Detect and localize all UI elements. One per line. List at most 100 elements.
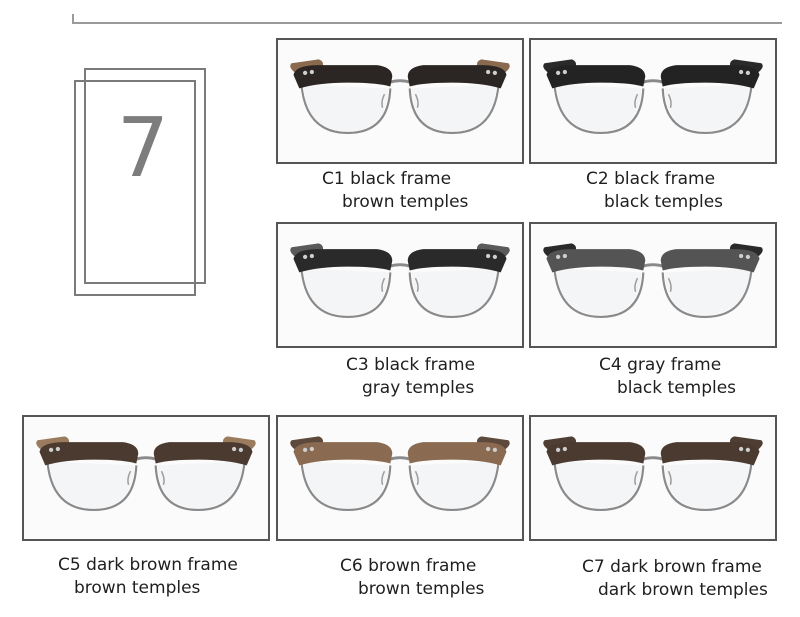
caption-c6-temples: brown temples [358,579,485,599]
left-browline [546,65,646,89]
rivet [485,446,491,452]
nose-pad [634,470,639,486]
rivet [309,69,315,75]
top-rule [72,22,782,24]
caption-c7-temples: dark brown temples [598,580,768,600]
left-rim [300,266,392,319]
right-browline [407,65,507,89]
left-browline [293,249,393,273]
glasses-c7-icon [543,436,763,512]
rivet [302,70,308,76]
rivet [555,254,561,260]
right-browline [153,442,253,466]
left-lens [49,461,135,509]
caption-c4: C4 gray frame black temples [599,354,736,400]
caption-c5-frame: C5 dark brown frame [58,555,238,575]
rivet [302,447,308,453]
right-rim [408,459,500,512]
caption-c1-frame: C1 black frame [322,169,452,189]
rivet [738,446,744,452]
rivet [745,254,751,260]
left-lens [556,461,642,509]
photo-c5 [22,415,270,541]
rivet [309,253,315,259]
right-lens [411,84,497,132]
left-rim [300,459,392,512]
left-rim [300,82,392,135]
caption-c6-frame: C6 brown frame [340,556,477,576]
left-rim [553,266,645,319]
left-browline [546,442,646,466]
left-browline [39,442,139,466]
caption-c5: C5 dark brown frame brown temples [58,554,238,600]
right-browline [660,249,760,273]
right-rim [408,266,500,319]
glasses-c1-icon [290,59,510,135]
caption-c3: C3 black frame gray temples [346,354,475,400]
right-browline [407,442,507,466]
rivet [492,254,498,260]
right-lens [664,461,750,509]
left-lens [556,84,642,132]
rivet [555,447,561,453]
glasses-c2-icon [543,59,763,135]
top-rule-tick [72,14,74,24]
rivet [48,447,54,453]
rivet [55,446,61,452]
nose-pad [634,93,639,109]
bridge [640,456,666,461]
left-browline [546,249,646,273]
left-rim [46,459,138,512]
rivet [492,447,498,453]
nose-pad [667,470,672,486]
caption-c4-frame: C4 gray frame [599,355,722,375]
right-browline [407,249,507,273]
rivet [485,253,491,259]
left-lens [303,268,389,316]
rivet [302,254,308,260]
nose-pad [414,470,419,486]
caption-c6: C6 brown frame brown temples [340,555,484,601]
right-rim [408,82,500,135]
rivet [738,253,744,259]
caption-c2-frame: C2 black frame [586,169,716,189]
nose-pad [667,277,672,293]
right-lens [664,268,750,316]
nose-pad [414,277,419,293]
left-browline [293,442,393,466]
bridge [387,263,413,268]
nose-pad [667,93,672,109]
left-rim [553,459,645,512]
caption-c1-temples: brown temples [342,192,469,212]
nose-pad [634,277,639,293]
left-lens [303,461,389,509]
number-frame-back [84,68,206,284]
glasses-c6-icon [290,436,510,512]
nose-pad [381,277,386,293]
right-rim [661,82,753,135]
glasses-c5-icon [36,436,256,512]
photo-c6 [276,415,524,541]
bridge [133,456,159,461]
caption-c2: C2 black frame black temples [586,168,723,214]
right-browline [660,442,760,466]
caption-c5-temples: brown temples [74,578,201,598]
rivet [309,446,315,452]
caption-c3-temples: gray temples [362,378,475,398]
nose-pad [127,470,132,486]
rivet [555,70,561,76]
photo-c7 [529,415,777,541]
caption-c3-frame: C3 black frame [346,355,476,375]
rivet [562,446,568,452]
rivet [745,447,751,453]
rivet [745,70,751,76]
nose-pad [381,93,386,109]
nose-pad [160,470,165,486]
rivet [562,69,568,75]
bridge [387,456,413,461]
nose-pad [381,470,386,486]
caption-c2-temples: black temples [604,192,724,212]
photo-c2 [529,38,777,164]
right-rim [154,459,246,512]
rivet [238,447,244,453]
